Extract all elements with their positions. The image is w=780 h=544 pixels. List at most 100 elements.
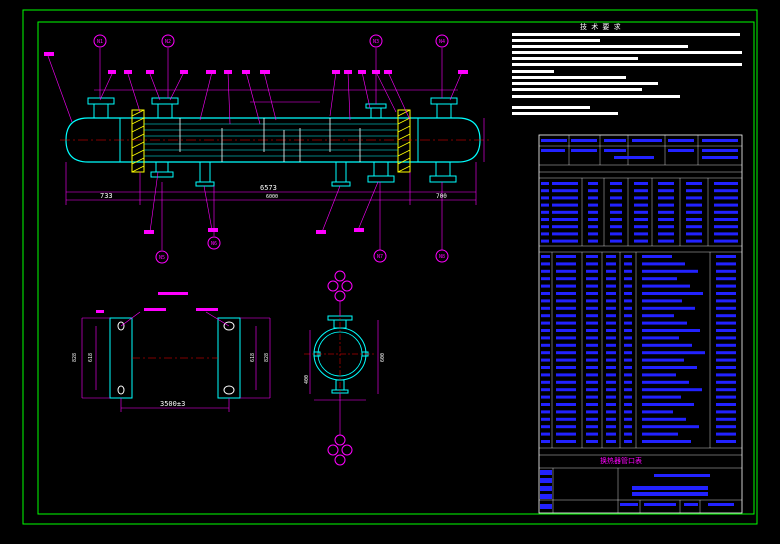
section-marker	[327, 444, 339, 456]
table-cell-text	[642, 262, 685, 266]
table-cell-text	[702, 139, 738, 142]
table-cell-text	[686, 203, 702, 207]
table-upper-rows	[541, 139, 738, 243]
table-cell-text	[634, 210, 648, 214]
table-cell-text	[541, 277, 550, 281]
table-cell-text	[624, 403, 632, 406]
table-cell-text	[686, 210, 702, 214]
slot-hole	[223, 321, 235, 331]
table-cell-text	[552, 232, 578, 236]
nozzle-markers: N1 N2 N3 N4 N5 N6 N7 N8	[93, 34, 449, 264]
table-cell-text	[552, 218, 578, 221]
table-cell-text	[606, 395, 616, 399]
table-cell-text	[634, 225, 648, 229]
table-cell-text	[556, 336, 576, 340]
table-cell-text	[586, 269, 598, 273]
table-cell-text	[642, 410, 673, 414]
table-cell-text	[658, 218, 674, 221]
table-cell-text	[642, 299, 682, 303]
table-cell-text	[606, 329, 616, 332]
saddle-plan	[81, 292, 271, 412]
table-cell-text	[642, 269, 698, 273]
table-cell-text	[541, 358, 550, 362]
table-cell-text	[541, 149, 565, 152]
table-cell-text	[624, 284, 632, 288]
table-cell-text	[642, 336, 679, 340]
dim-left-length: 733	[100, 192, 113, 200]
table-cell-text	[606, 373, 616, 377]
table-cell-text	[586, 314, 598, 318]
table-cell-text	[586, 284, 598, 288]
table-cell-text	[642, 329, 700, 332]
table-cell-text	[624, 380, 632, 384]
table-cell-text	[716, 351, 736, 355]
table-cell-text	[624, 306, 632, 310]
table-cell-text	[624, 262, 632, 266]
table-cell-text	[606, 336, 616, 340]
table-cell-text	[586, 432, 598, 436]
bottom-nozzles	[150, 161, 457, 187]
table-cell-text	[604, 139, 626, 142]
table-cell-text	[556, 425, 576, 429]
table-cell-text	[571, 139, 597, 142]
table-cell-text	[716, 336, 736, 340]
table-cell-text	[642, 358, 684, 362]
dim-saddle-pitch: 3500±3	[160, 400, 185, 408]
table-cell-text	[552, 210, 578, 214]
table-cell-text	[541, 403, 550, 406]
table-cell-text	[586, 358, 598, 362]
table-cell-text	[634, 239, 648, 243]
table-cell-text	[642, 425, 699, 429]
table-cell-text	[541, 196, 549, 200]
leader-tags	[44, 52, 468, 234]
table-cell-text	[642, 343, 692, 347]
table-cell-text	[624, 299, 632, 303]
saddle-view-title	[158, 292, 188, 295]
table-cell-text	[716, 366, 736, 369]
table-cell-text	[556, 410, 576, 414]
table-cell-text	[658, 232, 674, 236]
table-cell-text	[552, 225, 578, 229]
table-cell-text	[610, 189, 622, 193]
table-cell-text	[658, 210, 674, 214]
table-cell-text	[686, 232, 702, 236]
table-cell-text	[716, 417, 736, 421]
table-cell-text	[541, 321, 550, 325]
table-cell-text	[541, 299, 550, 303]
table-cell-text	[716, 403, 736, 406]
table-cell-text	[586, 292, 598, 295]
table-cell-text	[541, 139, 567, 142]
table-cell-text	[586, 373, 598, 377]
table-cell-text	[556, 292, 576, 295]
table-cell-text	[624, 358, 632, 362]
table-cell-text	[552, 182, 578, 185]
vessel-elevation	[44, 48, 490, 250]
dim-saddle-height-right: 618	[250, 353, 256, 362]
table-cell-text	[610, 218, 622, 221]
table-cell-text	[606, 403, 616, 406]
table-cell-text	[606, 432, 616, 436]
saddle-note	[196, 308, 218, 311]
table-cell-text	[586, 321, 598, 325]
table-cell-text	[556, 329, 576, 332]
table-cell-text	[642, 373, 676, 377]
table-cell-text	[604, 149, 626, 152]
tube-bundle	[144, 123, 398, 157]
table-cell-text	[541, 373, 550, 377]
nozzle-marker-label: N3	[373, 39, 379, 45]
table-cell-text	[624, 395, 632, 399]
table-cell-text	[606, 417, 616, 421]
table-cell-text	[606, 388, 616, 392]
nozzle-marker-label: N8	[439, 254, 445, 260]
table-cell-text	[610, 210, 622, 214]
table-cell-text	[606, 284, 616, 288]
table-cell-text	[716, 255, 736, 258]
table-cell-text	[556, 314, 576, 318]
table-cell-text	[556, 366, 576, 369]
table-cell-text	[556, 277, 576, 281]
table-cell-text	[556, 417, 576, 421]
table-cell-text	[556, 262, 576, 266]
dim-saddle-outer-right: 828	[264, 353, 270, 362]
table-cell-text	[658, 203, 674, 207]
